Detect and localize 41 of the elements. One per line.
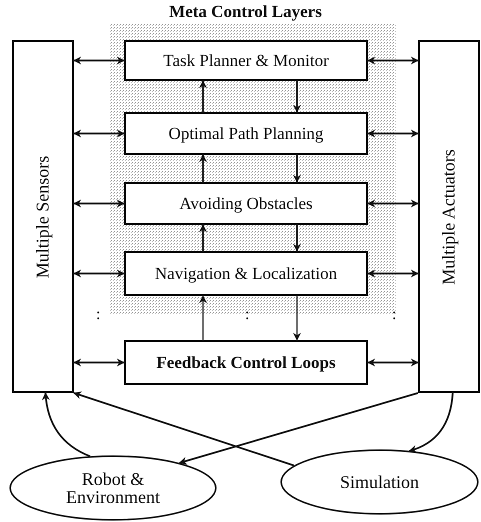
arrow bbox=[367, 270, 419, 278]
node-label: Multiple Actuators bbox=[438, 148, 460, 284]
side-panel bbox=[418, 40, 480, 393]
arrow bbox=[199, 224, 207, 251]
node-label: Avoiding Obstacles bbox=[179, 195, 313, 212]
layer-box bbox=[124, 112, 368, 155]
arrow bbox=[293, 296, 301, 341]
arrow bbox=[367, 200, 419, 208]
arrow bbox=[367, 358, 419, 366]
node-label: Task Planner & Monitor bbox=[163, 52, 329, 69]
arrow bbox=[73, 391, 294, 466]
arrow bbox=[367, 130, 419, 138]
ellipsis-dots: : bbox=[96, 306, 100, 324]
node-label: Robot & Environment bbox=[65, 470, 161, 506]
arrow bbox=[73, 56, 125, 64]
node-label: Simulation bbox=[340, 473, 419, 491]
layer-box bbox=[124, 182, 368, 225]
side-panel bbox=[12, 40, 74, 393]
node-label: Multiple Sensors bbox=[32, 155, 54, 278]
arrow bbox=[73, 130, 125, 138]
diagram-title: Meta Control Layers bbox=[168, 2, 323, 22]
arrow bbox=[199, 80, 207, 112]
arrow bbox=[42, 392, 90, 458]
node-label: Feedback Control Loops bbox=[156, 354, 336, 371]
ellipsis-dots: : bbox=[245, 306, 250, 324]
arrow bbox=[199, 154, 207, 182]
ellipse-node bbox=[280, 449, 479, 515]
arrow bbox=[408, 392, 454, 453]
arrow bbox=[73, 270, 125, 278]
ellipse-node bbox=[9, 455, 217, 521]
layer-box bbox=[124, 40, 368, 81]
arrow bbox=[73, 358, 125, 366]
node-label: Optimal Path Planning bbox=[168, 125, 324, 142]
arrow bbox=[178, 392, 418, 465]
layer-box bbox=[124, 251, 368, 296]
layer-box bbox=[124, 340, 368, 385]
ellipsis-dots: : bbox=[392, 306, 396, 324]
node-label: Navigation & Localization bbox=[154, 265, 338, 282]
arrow bbox=[367, 56, 419, 64]
arrow bbox=[73, 200, 125, 208]
arrow bbox=[199, 295, 207, 340]
